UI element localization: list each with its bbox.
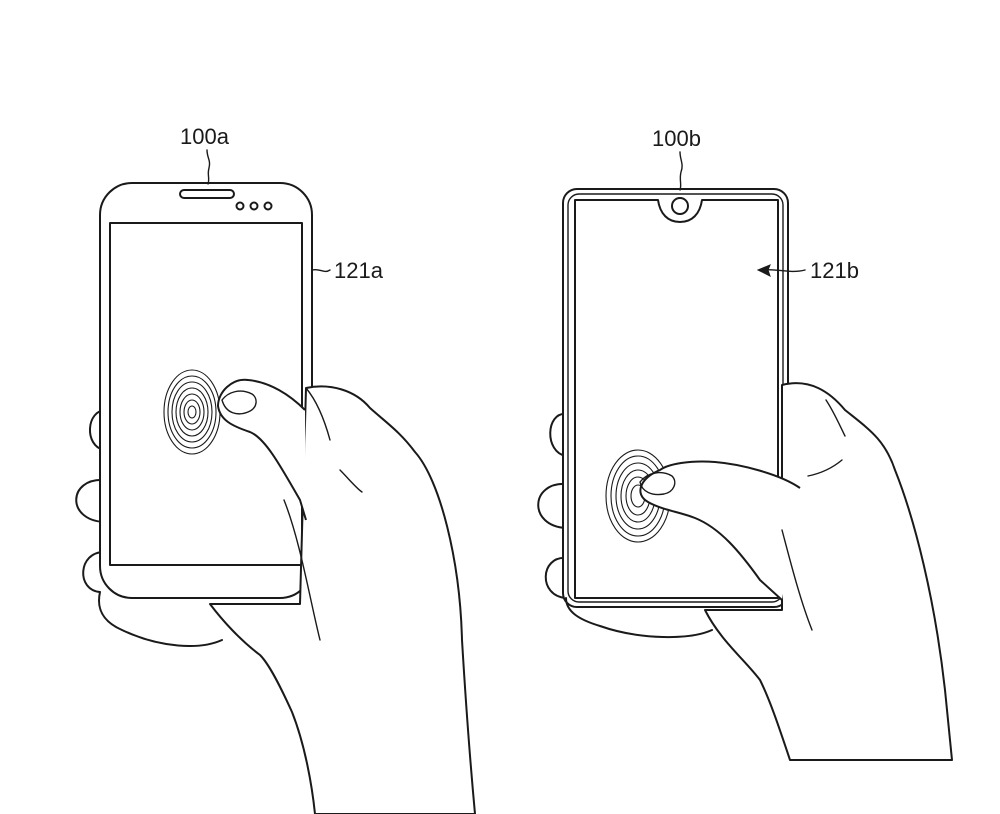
- device-100b: [537, 151, 953, 761]
- left-hand-thumb: [217, 378, 307, 521]
- arrowhead-121b: [756, 264, 771, 277]
- right-hand-thumb: [639, 460, 801, 601]
- leader-100b: [679, 151, 683, 191]
- label-121b: 121b: [810, 258, 859, 283]
- label-121a: 121a: [334, 258, 384, 283]
- device-100a: [75, 149, 476, 814]
- left-hand-lower: [98, 591, 223, 647]
- right-hand-palm: [704, 382, 953, 761]
- label-100b: 100b: [652, 126, 701, 151]
- right-hand-back-fingers: [537, 412, 567, 599]
- leader-121a: [311, 268, 331, 273]
- front-camera-icon: [671, 197, 689, 215]
- left-hand-palm: [209, 385, 476, 814]
- label-100a: 100a: [180, 124, 230, 149]
- sensor-dots-icon: [235, 201, 273, 211]
- display-121b: [574, 199, 779, 599]
- display-121a: [109, 222, 303, 566]
- right-hand-lower: [565, 597, 713, 639]
- speaker-grille-icon: [179, 189, 235, 199]
- leader-100a: [206, 149, 211, 185]
